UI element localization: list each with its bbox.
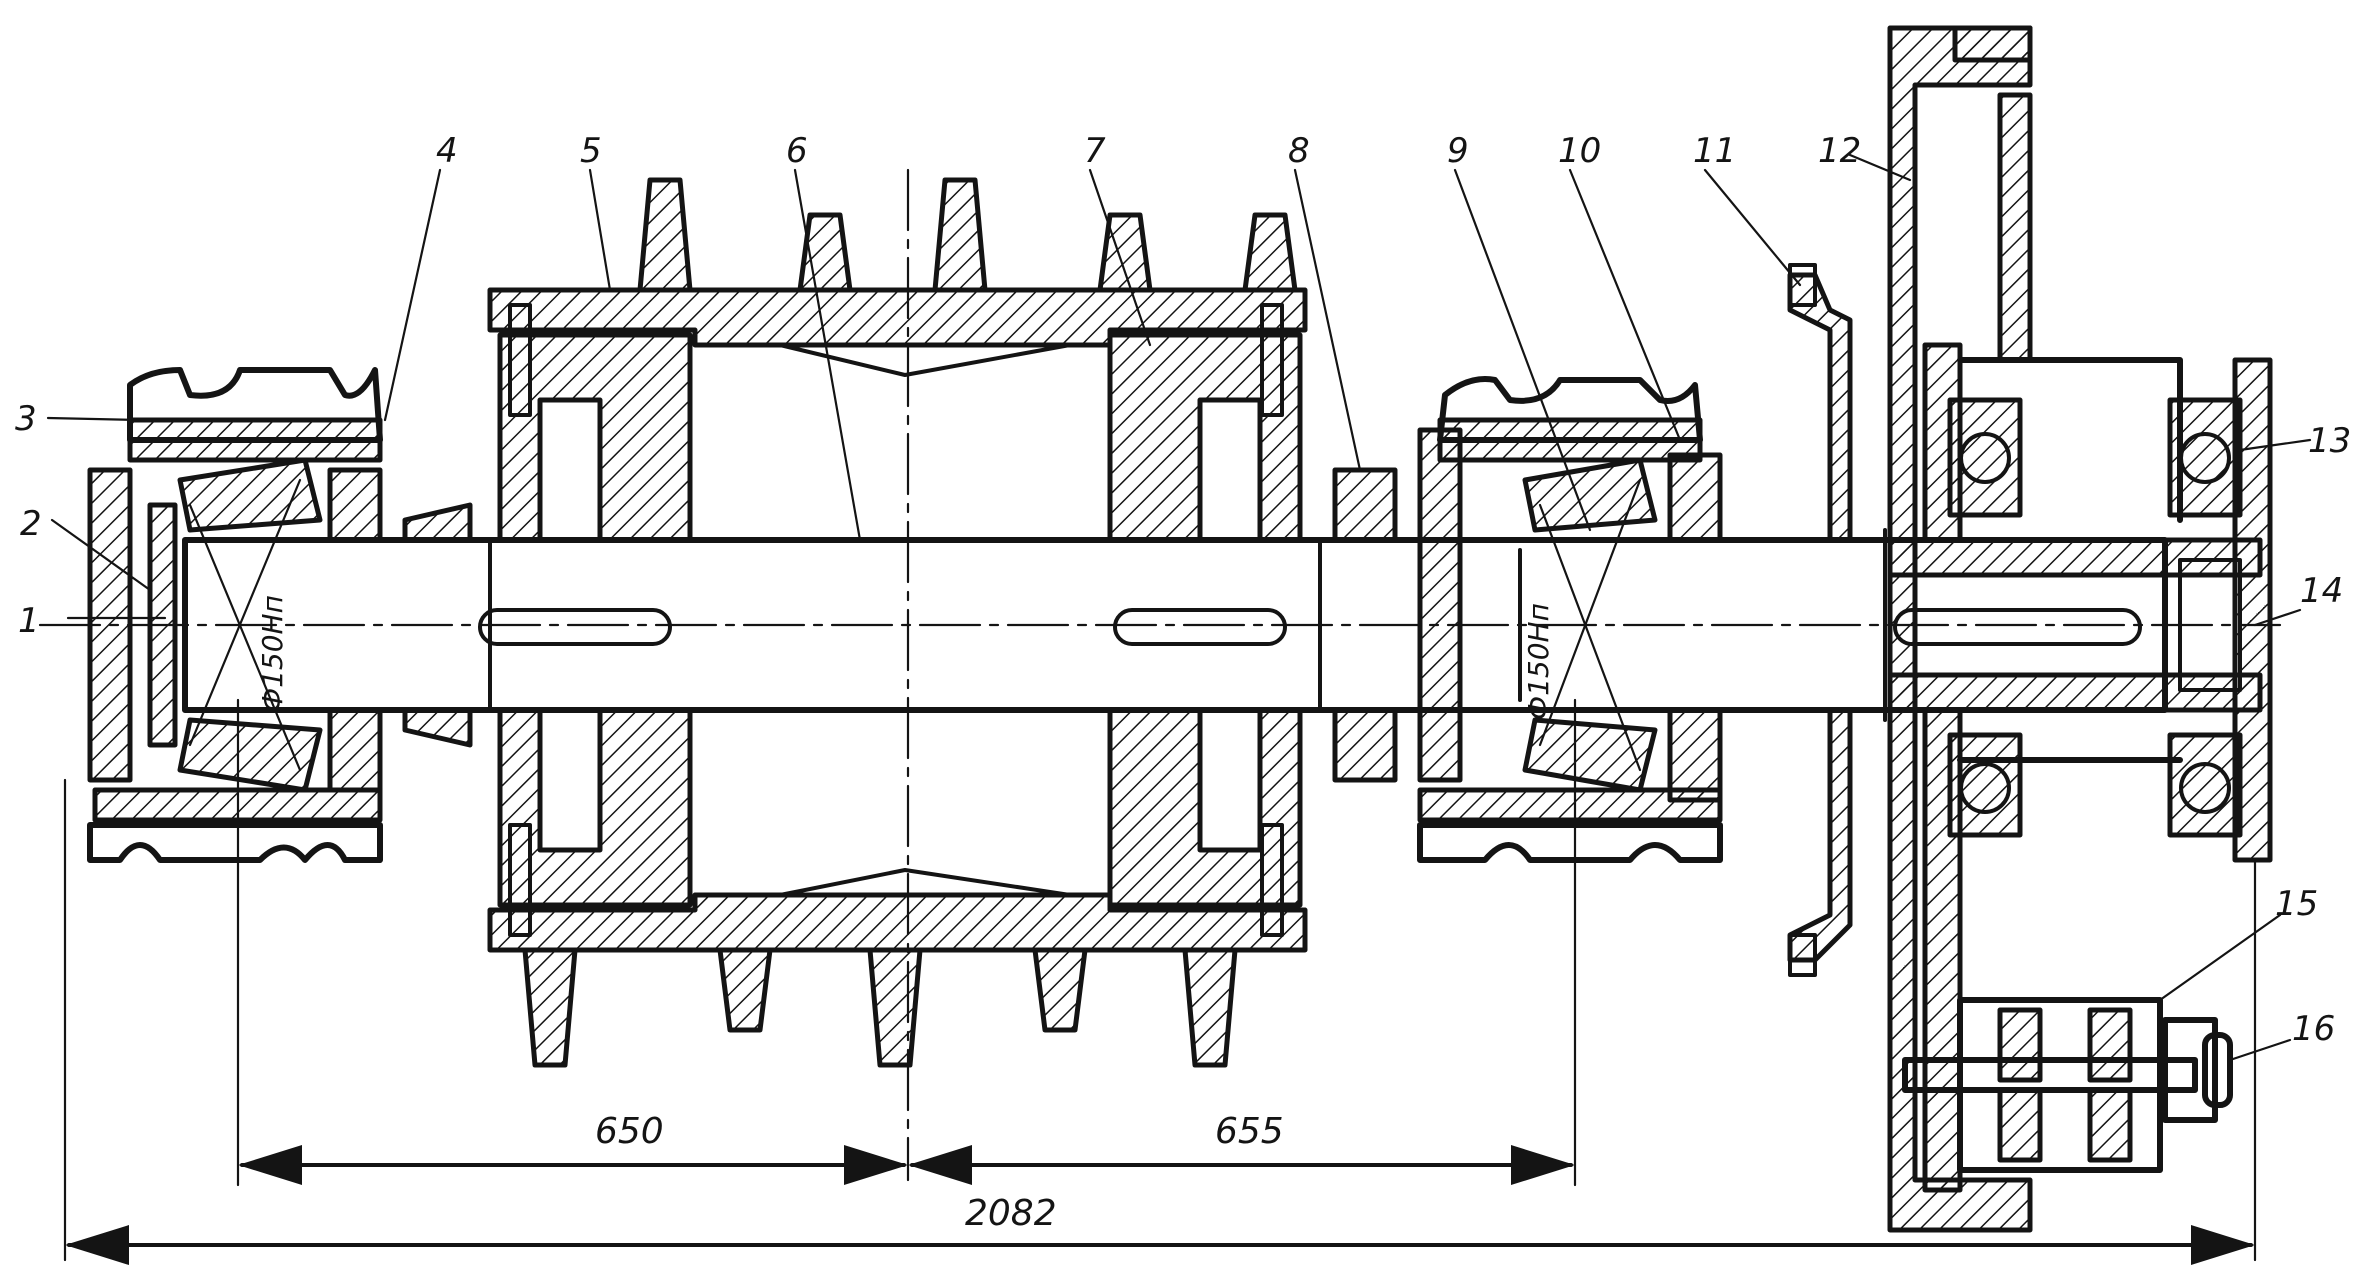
drum-teeth-bottom (522, 947, 1238, 1068)
part-number-13: 13 (2308, 421, 2351, 461)
part-number-14: 14 (2300, 571, 2343, 611)
extension-lines (63, 698, 2257, 1262)
dimension-2082: 2082 (65, 1193, 2255, 1265)
drum-assembly (487, 177, 1308, 1068)
dimension-655: 655 (908, 1111, 1575, 1185)
dim-655-label: 655 (1215, 1111, 1284, 1152)
keyway-left (478, 608, 672, 646)
pinion-assembly-15-16 (1902, 997, 2233, 1173)
flange-11 (1787, 263, 1853, 977)
part-number-7: 7 (1084, 131, 1106, 171)
keyway-middle (1113, 608, 1287, 646)
keyway-right (1893, 608, 2142, 646)
part-number-10: 10 (1558, 131, 1601, 171)
hub-left-top (497, 332, 693, 543)
part-number-4: 4 (436, 131, 458, 171)
end-cap-left (87, 467, 133, 783)
gear-wheel-12 (1887, 25, 2273, 1233)
part-number-9: 9 (1447, 131, 1469, 171)
part-number-5: 5 (580, 131, 602, 171)
part-number-6: 6 (786, 131, 808, 171)
part-number-11: 11 (1693, 131, 1736, 171)
drum-teeth-top (637, 177, 1298, 293)
drum-bolts (508, 303, 1284, 937)
hub-right-top (1107, 332, 1303, 543)
seal-left (402, 502, 473, 543)
dimension-650: 650 (238, 1111, 908, 1185)
part-number-2: 2 (20, 504, 42, 544)
ball-bearings-13 (1947, 397, 2243, 838)
part-numbers: 1 2 3 4 5 6 7 8 9 10 11 12 13 14 15 16 (15, 131, 2351, 1049)
part-number-12: 12 (1818, 131, 1861, 171)
part-number-16: 16 (2292, 1009, 2335, 1049)
right-bearing-housing: Ф150Нп (1332, 376, 1723, 863)
part-number-1: 1 (18, 601, 40, 641)
dim-2082-label: 2082 (965, 1193, 1057, 1234)
part-number-15: 15 (2275, 884, 2318, 924)
leader-lines (46, 153, 2312, 1062)
part-number-8: 8 (1288, 131, 1310, 171)
left-roller-bearing (177, 457, 323, 793)
right-bearing-dia-label: Ф150Нп (1522, 603, 1555, 720)
end-cap-14 (2232, 357, 2273, 863)
part-number-3: 3 (15, 399, 37, 439)
hub-right-bottom (1107, 707, 1303, 908)
hub-left-bottom (497, 707, 693, 908)
right-roller-bearing (1522, 457, 1658, 793)
left-bearing-housing: Ф150Нп (87, 367, 473, 863)
drum-shell-bottom (487, 892, 1308, 953)
dim-650-label: 650 (595, 1111, 664, 1152)
seal-right-8 (1332, 467, 1398, 543)
left-bearing-dia-label: Ф150Нп (256, 595, 289, 712)
